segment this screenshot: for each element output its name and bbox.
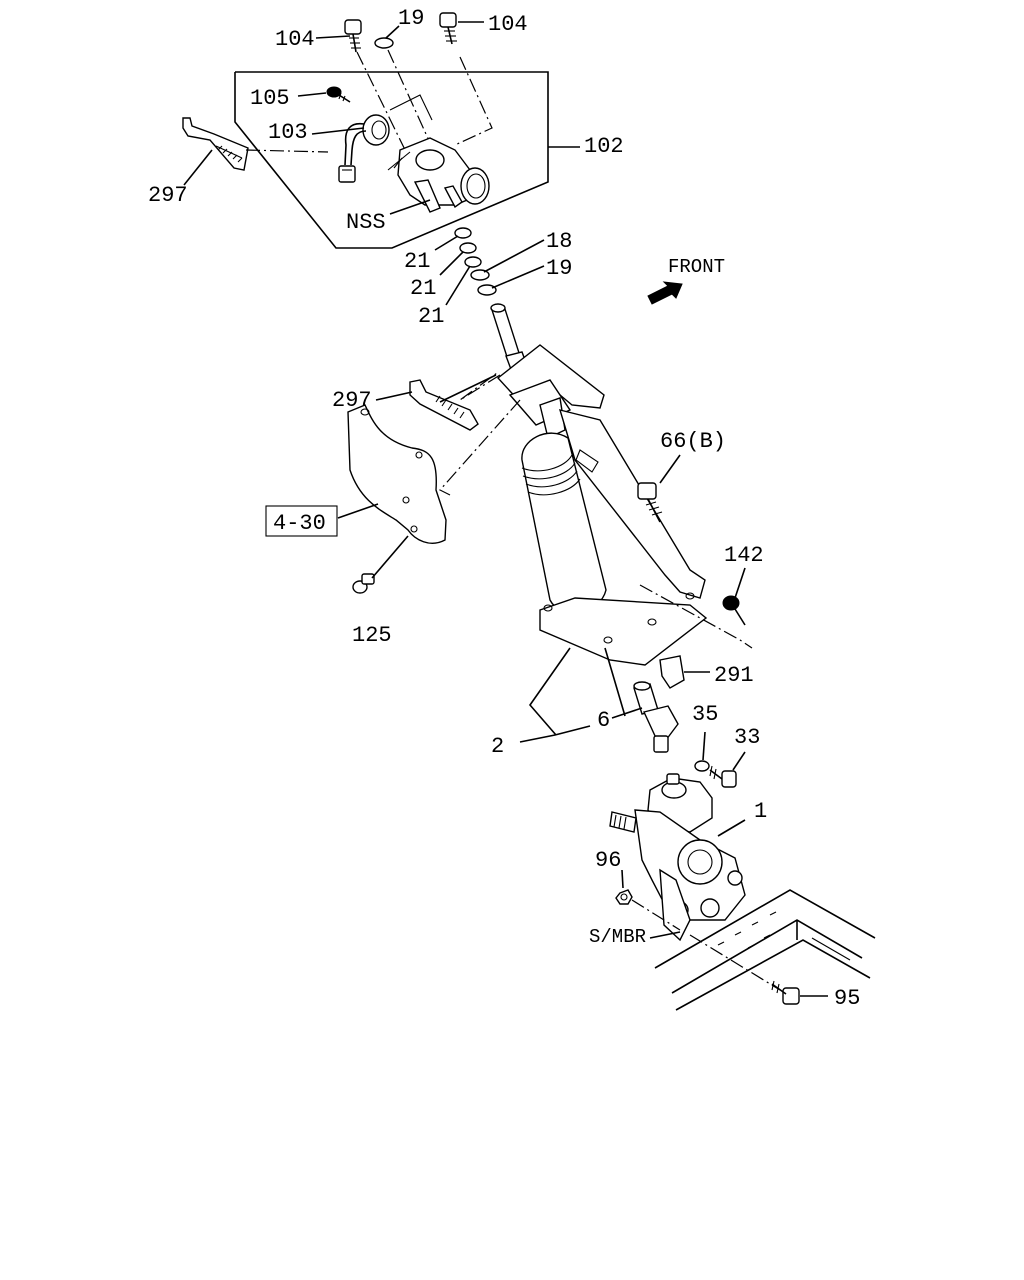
steering-gear-1-icon	[609, 773, 746, 942]
label-125: 125	[352, 623, 392, 648]
leader-2-b	[528, 647, 571, 736]
dash-line-b	[439, 399, 521, 496]
leader-297-mid	[375, 391, 413, 401]
switch-assembly-frame	[234, 71, 580, 249]
bolt-95-icon	[771, 980, 828, 1005]
label-297-mid: 297	[332, 388, 372, 413]
label-35: 35	[692, 702, 718, 727]
label-21-a: 21	[404, 249, 430, 274]
label-142: 142	[724, 543, 764, 568]
label-33: 33	[734, 725, 760, 750]
sub-member-frame-icon	[649, 889, 876, 1011]
bolt-guide-line	[389, 94, 433, 121]
dash-line-c	[639, 584, 753, 649]
leader-19-top	[385, 25, 400, 39]
leader-297-top	[183, 149, 213, 186]
switch-103-icon	[338, 114, 390, 183]
label-19-mid: 19	[546, 256, 572, 281]
label-19-top: 19	[398, 6, 424, 31]
cable-tie-297-mid-icon	[409, 374, 497, 431]
label-105: 105	[250, 86, 290, 111]
leader-21-b	[439, 251, 464, 276]
bolt-104-left-icon	[344, 19, 411, 161]
ref-box-4-30	[265, 505, 338, 537]
label-1: 1	[754, 799, 767, 824]
label-18: 18	[546, 229, 572, 254]
label-104-left: 104	[275, 27, 315, 52]
screw-105-icon	[326, 86, 351, 103]
bolt-104-right-icon	[439, 12, 493, 146]
label-21-b: 21	[410, 276, 436, 301]
bolt-33-icon	[709, 751, 746, 788]
label-95: 95	[834, 986, 860, 1011]
leader-21-a	[434, 235, 459, 251]
screw-142-icon	[722, 567, 746, 626]
steering-lock-body-icon	[387, 137, 490, 213]
leader-21-c	[445, 265, 471, 306]
leader-19-mid	[491, 265, 545, 289]
steering-column-icon	[490, 303, 708, 666]
nut-96-icon	[615, 869, 681, 931]
label-nss: NSS	[346, 210, 386, 235]
label-21-c: 21	[418, 304, 444, 329]
dash-line-a	[459, 372, 501, 401]
label-103: 103	[268, 120, 308, 145]
leader-104-left	[315, 35, 351, 39]
label-front: FRONT	[668, 256, 725, 278]
label-66b: 66(B)	[660, 429, 726, 454]
leader-105	[297, 92, 327, 97]
intermediate-shaft-6-icon	[611, 681, 679, 753]
leader-18	[483, 239, 545, 273]
label-102: 102	[584, 134, 624, 159]
label-4-30: 4-30	[273, 511, 326, 536]
label-104-right: 104	[488, 12, 528, 37]
clip-291-icon	[659, 655, 710, 689]
clip-125-icon	[352, 535, 409, 594]
leader-4-30	[337, 503, 379, 519]
front-direction-arrow-icon	[647, 281, 683, 305]
cable-tie-297-top-icon	[182, 117, 329, 171]
washer-35-icon	[694, 731, 710, 772]
label-2: 2	[491, 734, 504, 759]
label-6: 6	[597, 708, 610, 733]
label-96: 96	[595, 848, 621, 873]
column-cover-icon	[347, 404, 447, 544]
leader-2-c	[604, 647, 626, 717]
label-smbr: S/MBR	[589, 926, 646, 948]
label-297-top: 297	[148, 183, 188, 208]
leader-nss	[389, 199, 431, 215]
washer-stack-icon	[454, 227, 497, 296]
leader-103	[311, 127, 365, 135]
bolt-66b-icon	[637, 454, 681, 523]
label-291: 291	[714, 663, 754, 688]
